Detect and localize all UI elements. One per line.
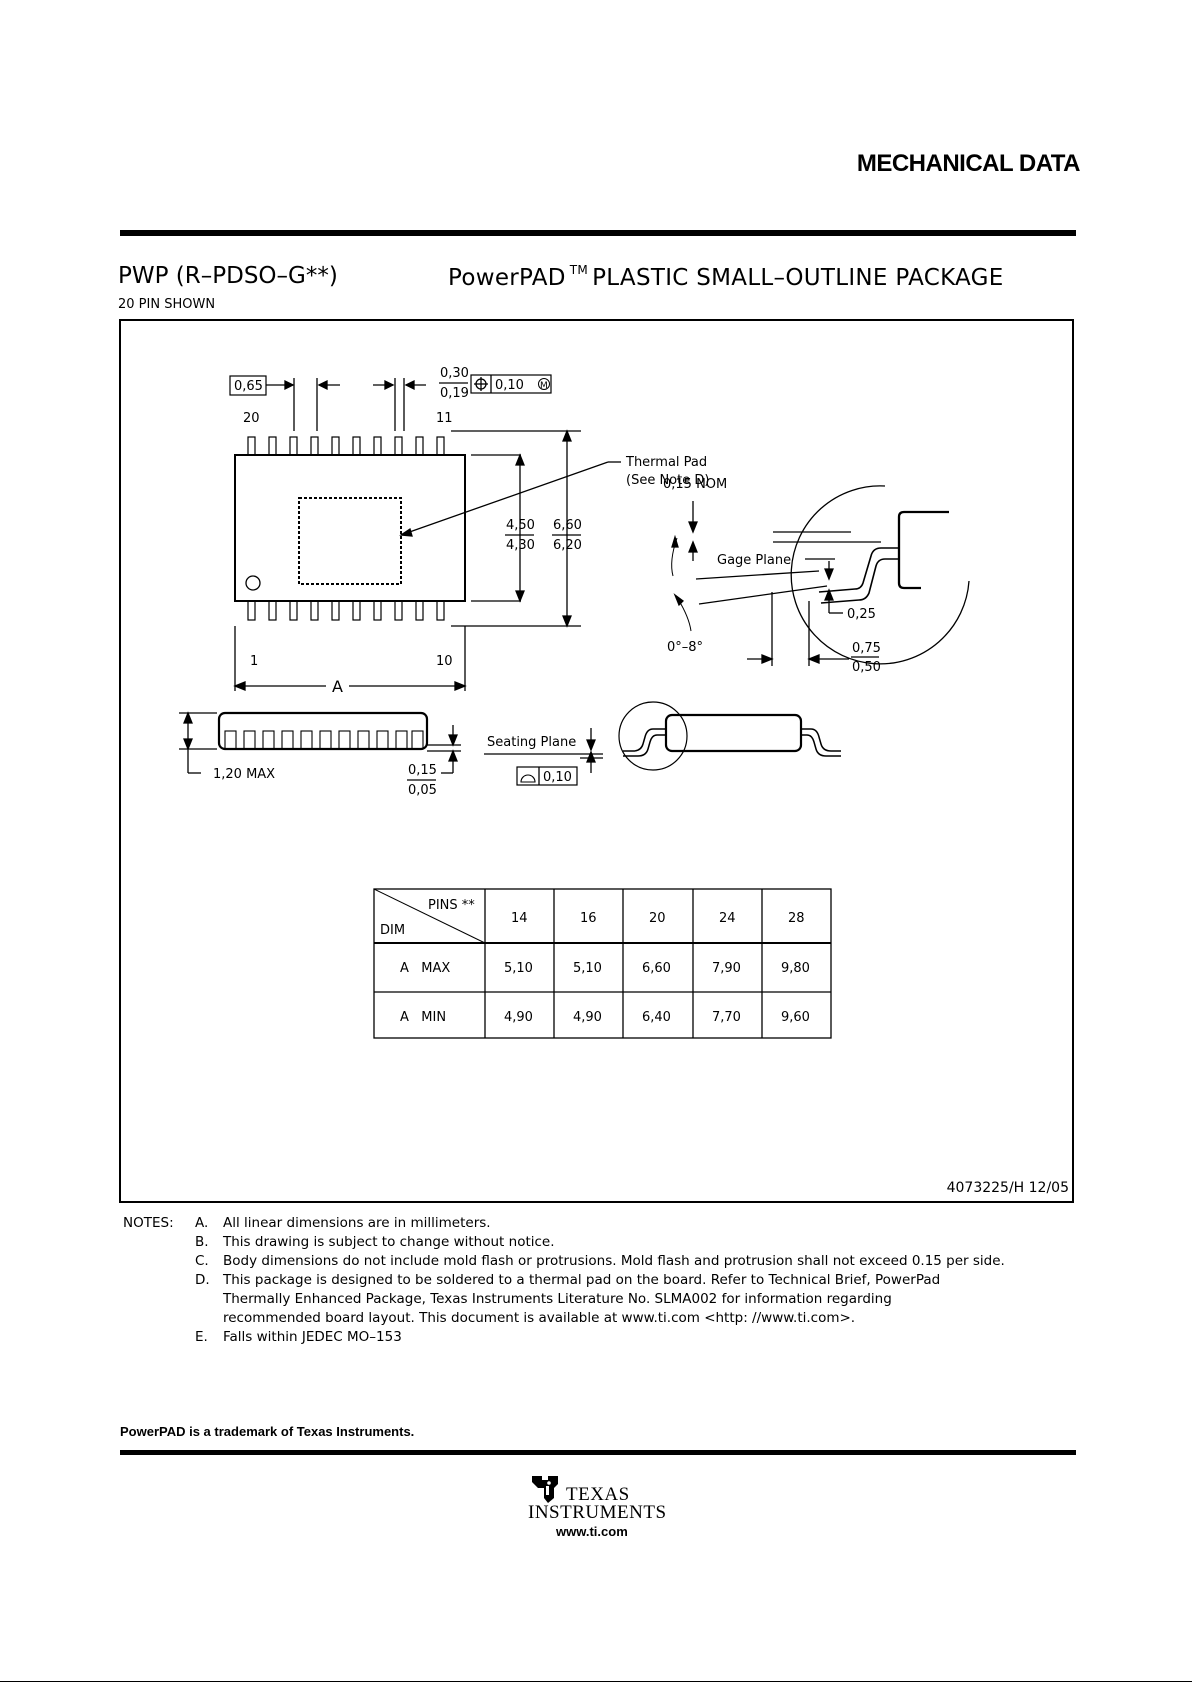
trademark-notice: PowerPAD is a trademark of Texas Instrum…: [120, 1424, 415, 1439]
document-number: 4073225/H 12/05: [946, 1180, 1069, 1196]
pin-shown-label: 20 PIN SHOWN: [118, 297, 216, 312]
section-title: MECHANICAL DATA: [856, 150, 1081, 177]
ti-logo-word-instruments: INSTRUMENTS: [528, 1502, 667, 1523]
seating-plane-label: Seating Plane: [487, 735, 576, 750]
table-row-amax-14: 5,10: [504, 961, 533, 976]
standoff-max-value: 0,15: [408, 763, 437, 778]
height-max-value: 1,20 MAX: [213, 767, 275, 782]
top-rule: [120, 230, 1076, 236]
gage-offset-value: 0,25: [847, 607, 876, 622]
lead-width-min: 0,19: [440, 386, 469, 401]
dim-a-label: A: [332, 677, 343, 696]
note-a: A.All linear dimensions are in millimete…: [195, 1215, 491, 1231]
note-d-cont-2: recommended board layout. This document …: [223, 1310, 856, 1326]
pin-20-label: 20: [243, 411, 260, 426]
position-tolerance: 0,10: [495, 378, 524, 393]
mechanical-drawing: 0,65 0,30 0,19 0,10 M 20 11 1 10: [179, 366, 970, 1039]
note-b: B.This drawing is subject to change with…: [195, 1234, 555, 1250]
pitch-value: 0,65: [234, 379, 263, 394]
table-row-amin-16: 4,90: [573, 1010, 602, 1025]
table-row-amax-24: 7,90: [712, 961, 741, 976]
table-row-amin-14: 4,90: [504, 1010, 533, 1025]
note-c: C.Body dimensions do not include mold fl…: [195, 1253, 1005, 1269]
side-view: 1,20 MAX 0,15 0,05: [179, 711, 461, 798]
table-pins-col-1: 14: [511, 911, 528, 926]
ti-logo-icon: [532, 1476, 558, 1503]
thermal-pad-note: (See Note D): [626, 473, 709, 488]
table-row-amin-label: A MIN: [400, 1010, 446, 1025]
table-pins-col-2: 16: [580, 911, 597, 926]
pin-dimension-table: [373, 888, 832, 1039]
note-d-cont-1: Thermally Enhanced Package, Texas Instru…: [223, 1291, 892, 1307]
trademark-sup: TM: [569, 263, 589, 277]
table-row-amax-label: A MAX: [400, 961, 450, 976]
ti-url: www.ti.com: [556, 1524, 628, 1539]
coplanarity-value: 0,10: [543, 770, 572, 785]
table-row-amin-20: 6,40: [642, 1010, 671, 1025]
note-d: D.This package is designed to be soldere…: [195, 1272, 941, 1288]
table-row-amax-28: 9,80: [781, 961, 810, 976]
foot-angle-value: 0°–8°: [667, 640, 703, 655]
table-row-amin-28: 9,60: [781, 1010, 810, 1025]
top-view: 0,65 0,30 0,19 0,10 M 20 11 1 10: [229, 366, 709, 696]
standoff-min-value: 0,05: [408, 783, 437, 798]
table-row-amax-16: 5,10: [573, 961, 602, 976]
table-header-pins: PINS **: [428, 898, 475, 913]
table-row-amax-20: 6,60: [642, 961, 671, 976]
overall-width-max: 6,60: [553, 518, 582, 533]
svg-text:M: M: [540, 381, 548, 391]
ti-logo-word-texas: TEXAS: [566, 1484, 630, 1505]
table-pins-col-3: 20: [649, 911, 666, 926]
bottom-rule: [120, 1450, 1076, 1455]
foot-length-max: 0,75: [852, 641, 881, 656]
table-pins-col-5: 28: [788, 911, 805, 926]
pin-11-label: 11: [436, 411, 453, 426]
seating-plane-view: Seating Plane 0,10: [484, 701, 841, 786]
package-description: PLASTIC SMALL–OUTLINE PACKAGE: [592, 265, 1004, 291]
package-code: PWP (R–PDSO–G**): [118, 263, 338, 289]
thermal-pad-label: Thermal Pad: [625, 455, 707, 470]
table-pins-col-4: 24: [719, 911, 736, 926]
foot-length-min: 0,50: [852, 660, 881, 675]
package-name: PowerPAD: [448, 265, 566, 291]
gage-plane-label: Gage Plane: [717, 553, 791, 568]
body-width-max: 4,50: [506, 518, 535, 533]
lead-width-max: 0,30: [440, 366, 469, 381]
drawing-frame: [119, 319, 1074, 1203]
notes-label: NOTES:: [123, 1215, 174, 1231]
overall-width-min: 6,20: [553, 538, 582, 553]
note-e: E.Falls within JEDEC MO–153: [195, 1329, 402, 1345]
table-header-dim: DIM: [380, 923, 405, 938]
page-bottom-line: [0, 1681, 1192, 1682]
pin-1-label: 1: [250, 654, 258, 669]
gage-nom-value: 0,15 NOM: [663, 477, 727, 492]
gage-detail: 0,15 NOM Gage Plane 0,25 0°–8° 0,75 0,50: [663, 477, 970, 675]
table-row-amin-24: 7,70: [712, 1010, 741, 1025]
body-width-min: 4,30: [506, 538, 535, 553]
pin-10-label: 10: [436, 654, 453, 669]
